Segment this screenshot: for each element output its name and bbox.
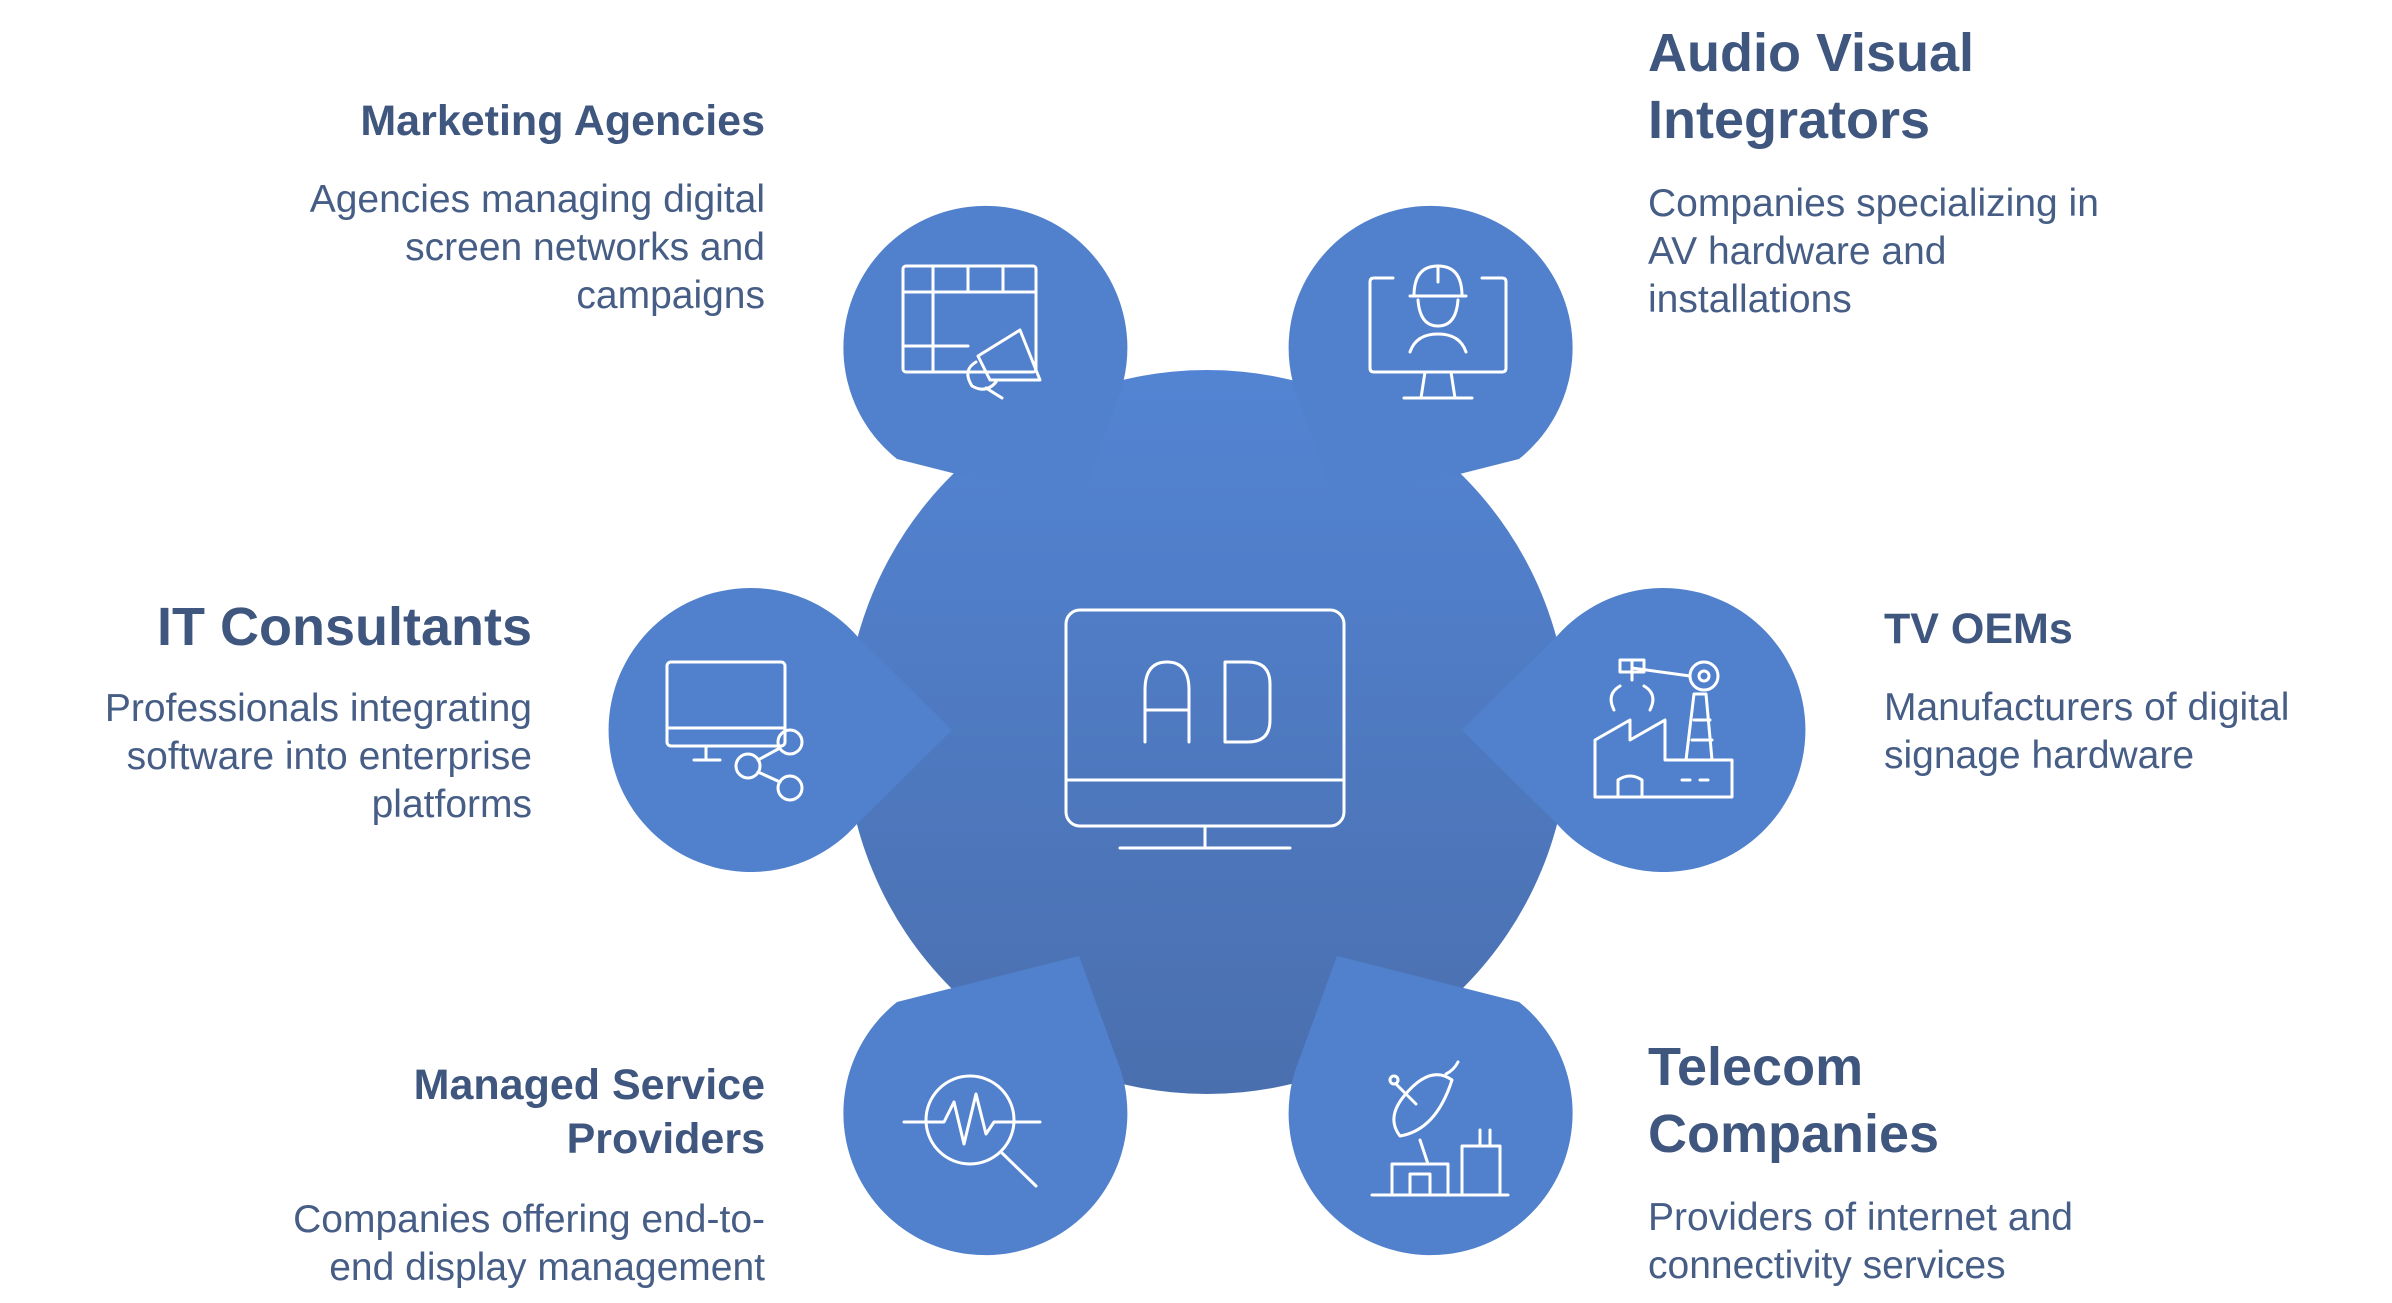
label-marketing: Marketing Agencies Agencies managing dig… <box>230 94 765 320</box>
node-msp <box>843 956 1128 1256</box>
label-it: IT Consultants Professionals integrating… <box>60 594 532 829</box>
title-msp: Managed Service Providers <box>413 1061 765 1163</box>
node-marketing <box>843 205 1128 505</box>
factory-robot-arm-icon <box>1593 658 1734 799</box>
monitor-share-icon <box>665 660 804 802</box>
desc-tv: Manufacturers of digital signage hardwar… <box>1884 686 2290 777</box>
ad-monitor-icon <box>1064 608 1346 850</box>
desc-av: Companies specializing in AV hardware an… <box>1648 182 2099 321</box>
title-tv: TV OEMs <box>1884 605 2073 653</box>
satellite-dish-icon <box>1370 1060 1510 1197</box>
desc-msp: Companies offering end-to-end display ma… <box>293 1198 765 1289</box>
node-tv <box>1462 588 1806 872</box>
node-telecom <box>1288 956 1573 1256</box>
billboard-megaphone-icon <box>901 264 1042 400</box>
desc-marketing: Agencies managing digital screen network… <box>309 178 765 317</box>
desc-telecom: Providers of internet and connectivity s… <box>1648 1196 2073 1287</box>
title-telecom: Telecom Companies <box>1648 1037 1940 1164</box>
label-av: Audio Visual Integrators Companies speci… <box>1648 20 2168 324</box>
node-it <box>608 588 952 872</box>
label-msp: Managed Service Providers Companies offe… <box>240 1058 765 1292</box>
label-telecom: Telecom Companies Providers of internet … <box>1648 1034 2168 1290</box>
node-av <box>1288 205 1573 506</box>
title-marketing: Marketing Agencies <box>360 97 765 145</box>
magnifier-pulse-icon <box>902 1074 1042 1188</box>
engineer-monitor-icon <box>1368 264 1508 400</box>
desc-it: Professionals integrating software into … <box>104 687 532 826</box>
title-it: IT Consultants <box>157 597 532 657</box>
label-tv: TV OEMs Manufacturers of digital signage… <box>1884 602 2354 780</box>
title-av: Audio Visual Integrators <box>1648 23 1975 150</box>
hub-circle <box>845 370 1569 1094</box>
